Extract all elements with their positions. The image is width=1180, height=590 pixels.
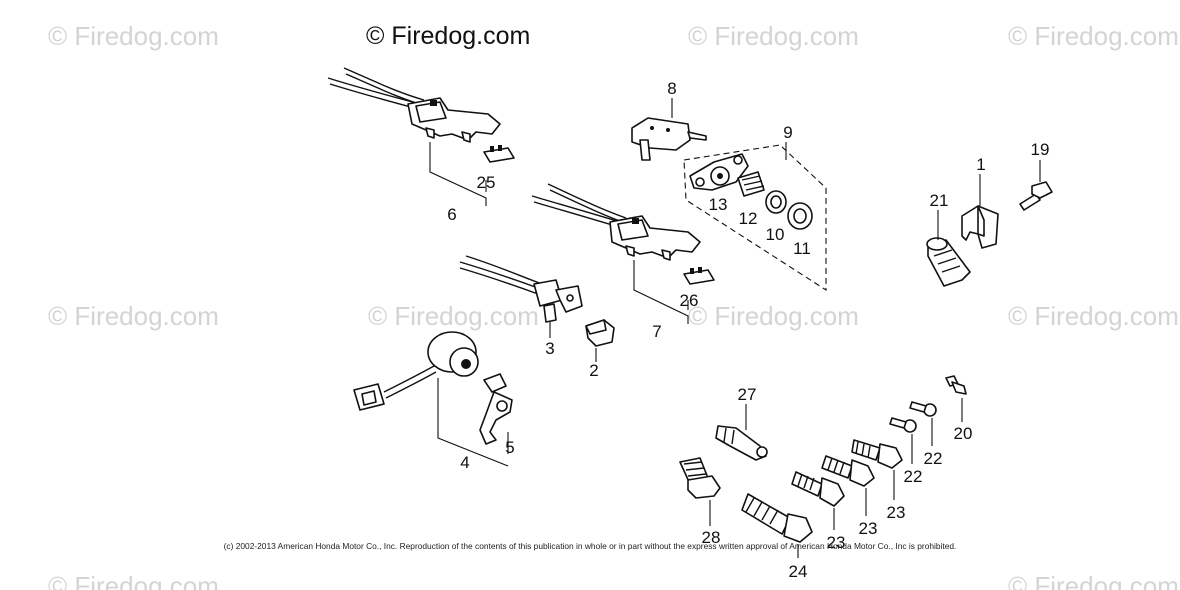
callout-13: 13 [709, 195, 728, 214]
bolt-23b [821, 455, 875, 487]
connector-3 [459, 255, 583, 323]
ignition-switch-4 [353, 331, 479, 411]
callout-28: 28 [702, 528, 721, 547]
callout-2: 2 [589, 361, 598, 380]
callout-labels: 1 2 3 4 5 6 7 8 9 10 11 12 13 19 20 21 2… [447, 79, 1049, 581]
bushing-21 [926, 237, 971, 287]
watermark: © Firedog.com [1008, 21, 1179, 51]
cam-13 [689, 153, 749, 191]
screw-19 [1019, 181, 1053, 211]
leader-line [437, 378, 509, 467]
callout-25: 25 [477, 173, 496, 192]
bolt-23c [791, 471, 845, 507]
watermark-layer: © Firedog.com © Firedog.com © Firedog.co… [48, 21, 1179, 590]
seal-11 [787, 202, 813, 230]
key-5 [479, 373, 513, 445]
bolt-24 [741, 493, 813, 543]
clip-1 [961, 205, 999, 249]
bolt-28 [679, 457, 721, 499]
callout-27: 27 [738, 385, 757, 404]
screw-20 [945, 375, 967, 395]
fuse-25 [483, 145, 515, 163]
connector-2 [585, 319, 615, 347]
bolt-23a [851, 439, 903, 469]
switch-assembly-6 [327, 67, 501, 143]
callout-20: 20 [954, 424, 973, 443]
switch-assembly-7 [531, 183, 701, 261]
callout-23: 23 [827, 533, 846, 552]
callout-21: 21 [930, 191, 949, 210]
callout-26: 26 [680, 291, 699, 310]
watermark: © Firedog.com [48, 301, 219, 331]
leader-line [633, 260, 689, 324]
callout-8: 8 [667, 79, 676, 98]
callout-23: 23 [887, 503, 906, 522]
callout-11: 11 [793, 239, 811, 258]
stud-27 [715, 425, 768, 461]
callout-7: 7 [652, 322, 661, 341]
callout-22: 22 [904, 467, 923, 486]
callout-5: 5 [505, 438, 514, 457]
screw-22a [909, 401, 937, 417]
washer-10 [765, 190, 787, 214]
callout-1: 1 [976, 155, 985, 174]
spring-12 [737, 171, 765, 197]
screw-22b [889, 417, 917, 433]
watermark: © Firedog.com [48, 571, 219, 590]
callout-12: 12 [739, 209, 758, 228]
watermark: © Firedog.com [1008, 301, 1179, 331]
leader-line [429, 142, 487, 206]
group-box-9 [683, 144, 827, 292]
watermark: © Firedog.com [48, 21, 219, 51]
watermark: © Firedog.com [1008, 571, 1179, 590]
callout-10: 10 [766, 225, 785, 244]
fuse-26 [683, 267, 715, 285]
callout-22: 22 [924, 449, 943, 468]
switch-8 [631, 117, 707, 161]
callout-19: 19 [1031, 140, 1050, 159]
watermark: © Firedog.com [368, 301, 539, 331]
header-watermark: © Firedog.com [366, 22, 530, 50]
callout-4: 4 [460, 453, 469, 472]
copyright-notice: (c) 2002-2013 American Honda Motor Co., … [223, 541, 957, 551]
watermark: © Firedog.com [688, 301, 859, 331]
callout-24: 24 [789, 562, 808, 581]
callout-6: 6 [447, 205, 456, 224]
callout-3: 3 [545, 339, 554, 358]
watermark: © Firedog.com [688, 21, 859, 51]
callout-9: 9 [783, 123, 792, 142]
callout-23: 23 [859, 519, 878, 538]
